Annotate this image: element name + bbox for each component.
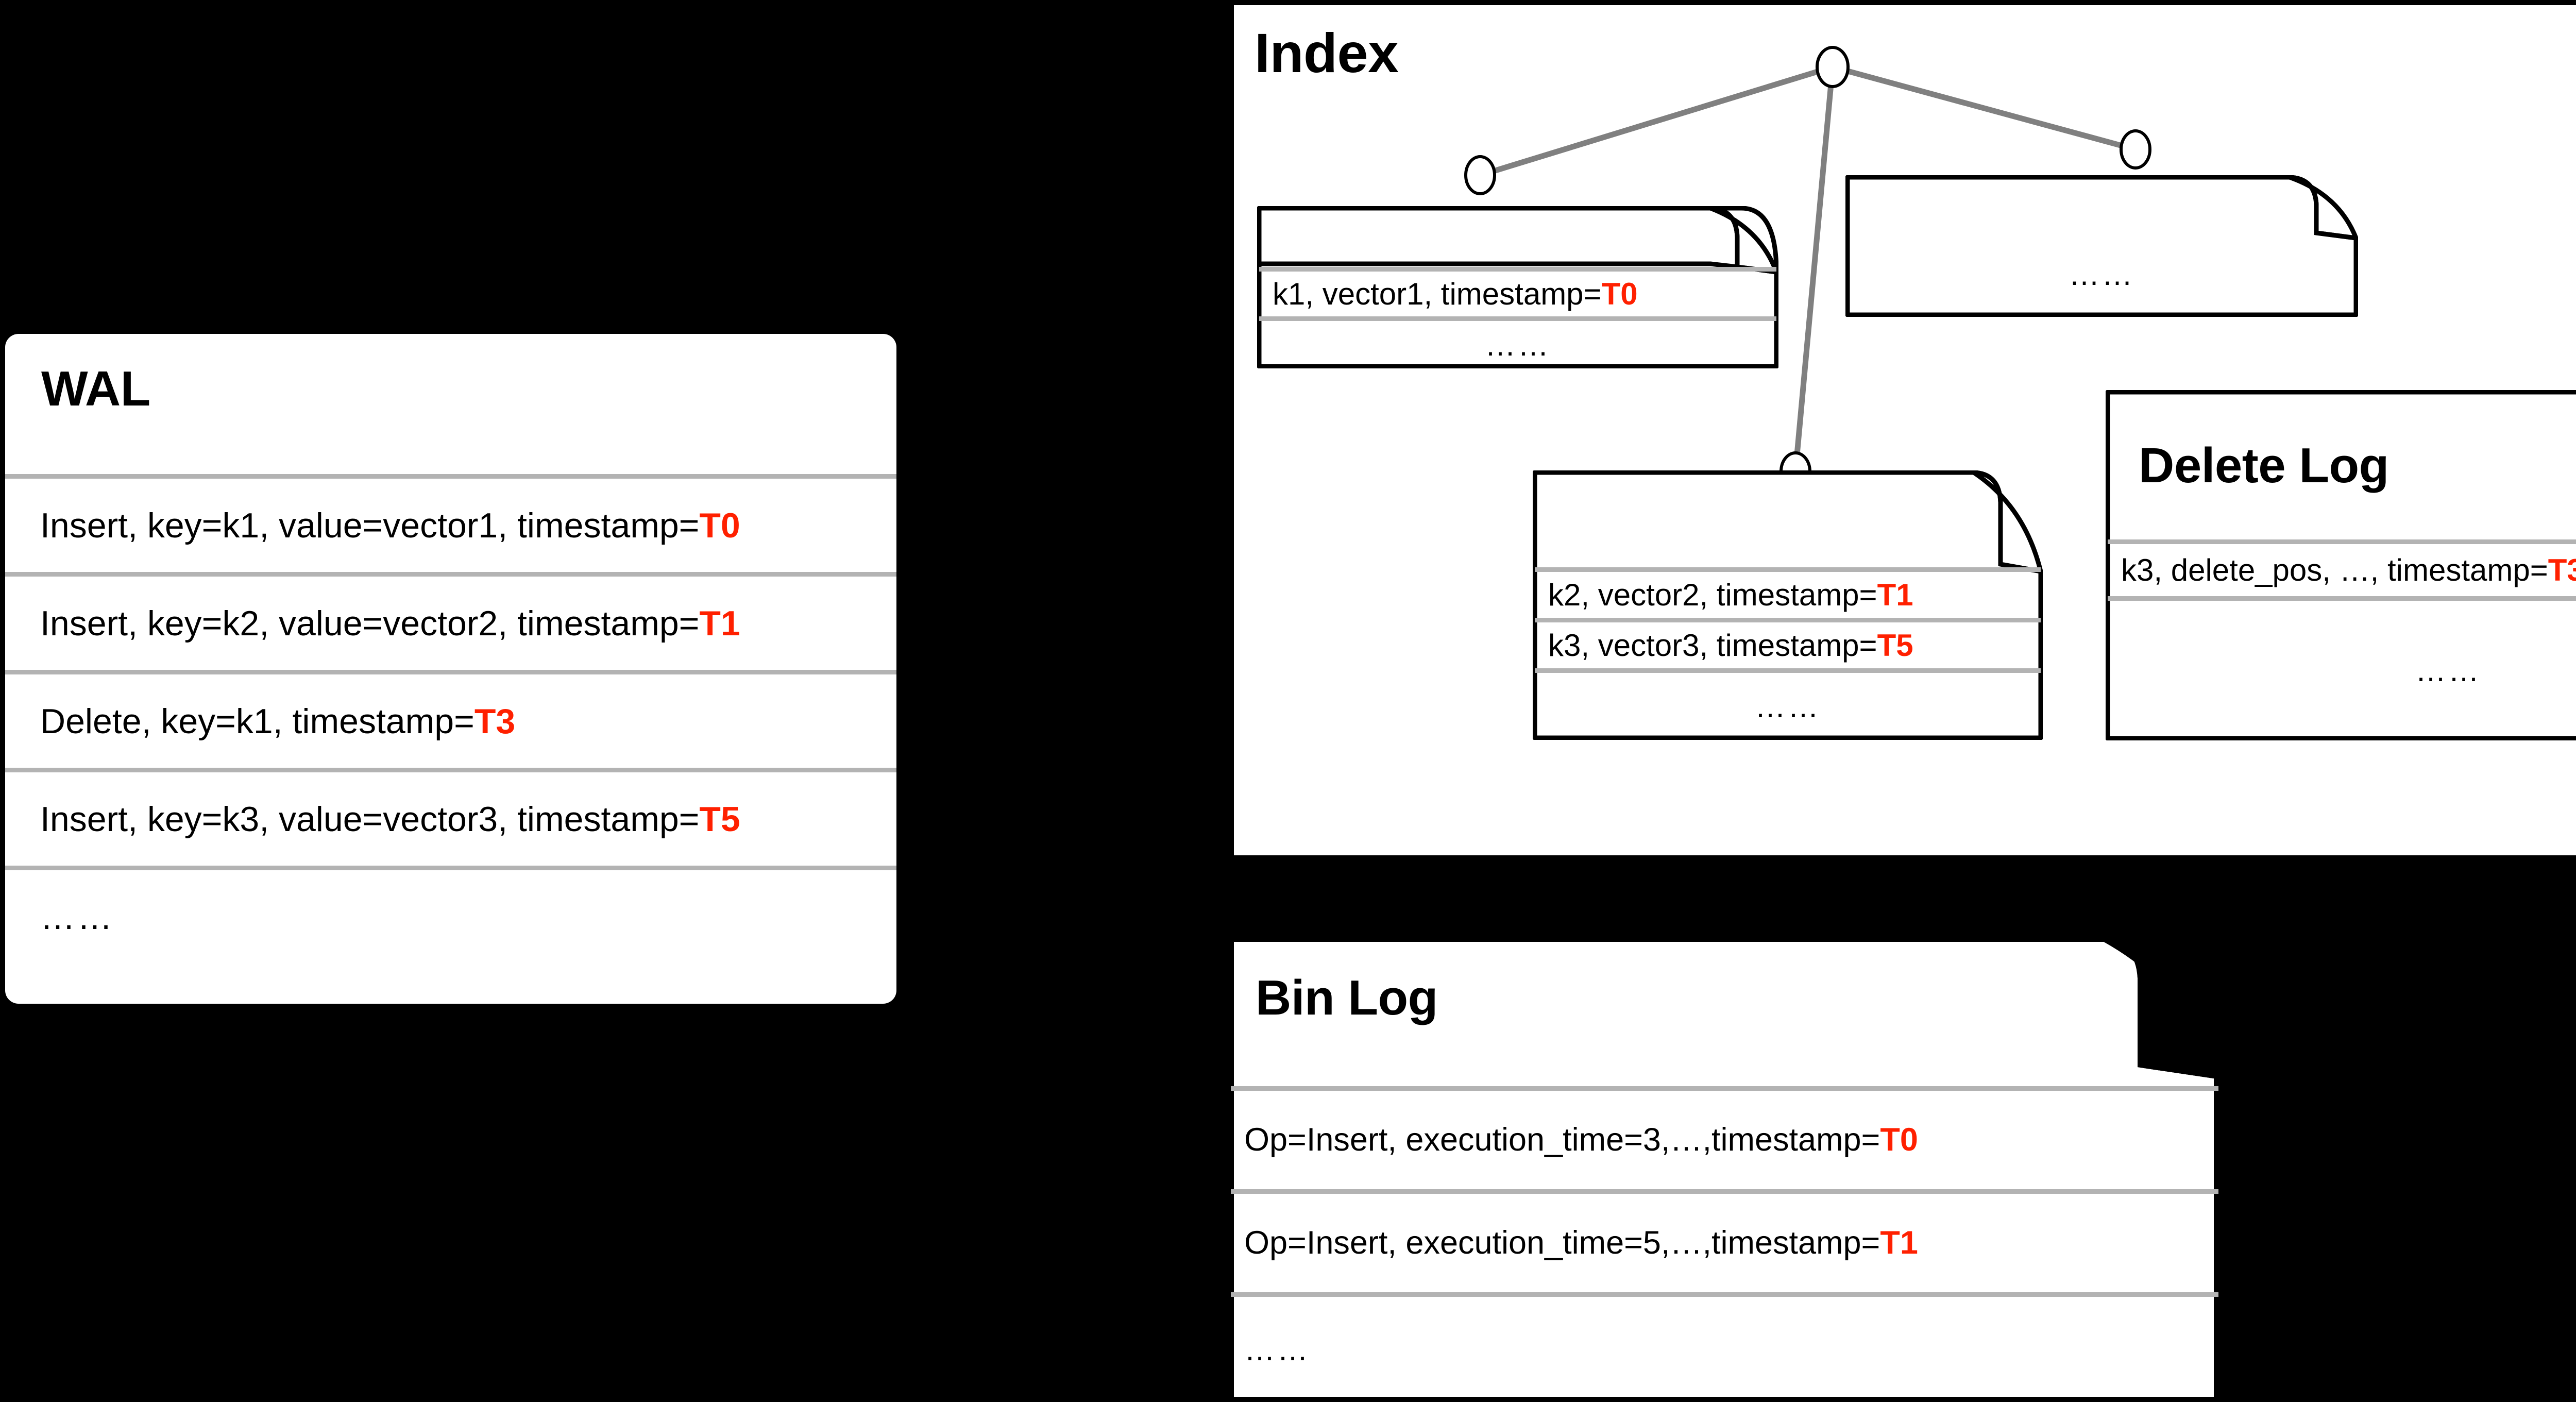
document-fold-shape-icon	[1845, 175, 2358, 317]
wal-row-text: ……	[40, 897, 114, 937]
delete-log-title: Delete Log	[2139, 438, 2389, 493]
leaf-row-k1: k1, vector1, timestamp=T0	[1259, 267, 1776, 316]
wal-row-list: Insert, key=k1, value=vector1, timestamp…	[5, 474, 896, 964]
leaf-row-text: ……	[2069, 257, 2135, 292]
wal-row-text: Insert, key=k2, value=vector2, timestamp…	[40, 603, 740, 643]
bin-log-title: Bin Log	[1256, 970, 1438, 1025]
bin-log-row-text: Op=Insert, execution_time=3,…,timestamp=…	[1244, 1122, 1918, 1158]
bin-log-row-text: ……	[1244, 1332, 1310, 1367]
index-leaf-card-k2: k2, vector2, timestamp=T1 k3, vector3, t…	[1533, 470, 2043, 740]
wal-panel: WAL Insert, key=k1, value=vector1, times…	[5, 334, 896, 1004]
tree-edge-root-to-left	[1479, 64, 1834, 178]
bin-log-row: Op=Insert, execution_time=3,…,timestamp=…	[1231, 1086, 2218, 1189]
bin-log-row-timestamp: T0	[1880, 1122, 1918, 1158]
root-node-icon	[1816, 46, 1850, 88]
leaf-row-text: k2, vector2, timestamp=T1	[1548, 577, 1913, 612]
wal-row-text: Insert, key=k3, value=vector3, timestamp…	[40, 799, 740, 839]
delete-log-card: Delete Log k3, delete_pos, …, timestamp=…	[2106, 390, 2576, 740]
leaf-row-text: k3, vector3, timestamp=T5	[1548, 628, 1913, 663]
index-title: Index	[1255, 22, 1399, 84]
wal-row-timestamp: T3	[474, 701, 516, 741]
wal-row: Insert, key=k2, value=vector2, timestamp…	[5, 572, 896, 670]
bin-log-row-timestamp: T1	[1880, 1225, 1918, 1261]
leaf-row-k3: k3, vector3, timestamp=T5	[1535, 618, 2041, 668]
leaf-row-timestamp: T5	[1877, 628, 1913, 663]
leaf-row-text: k1, vector1, timestamp=T0	[1273, 276, 1638, 311]
leaf-row-timestamp: T0	[1601, 276, 1638, 311]
leaf-row-timestamp: T1	[1877, 577, 1913, 612]
left-child-node-icon	[1464, 155, 1496, 195]
bin-log-row-ellipsis: ……	[1231, 1292, 2218, 1402]
right-child-node-icon	[2120, 129, 2151, 170]
wal-row-timestamp: T1	[699, 603, 740, 643]
leaf-row-k2: k2, vector2, timestamp=T1	[1535, 567, 2041, 618]
wal-row-timestamp: T5	[699, 799, 740, 839]
delete-log-row-text: ……	[2415, 653, 2481, 688]
wal-row-text: Delete, key=k1, timestamp=T3	[40, 701, 516, 741]
wal-row-ellipsis: ……	[5, 866, 896, 964]
bin-log-row: Op=Insert, execution_time=5,…,timestamp=…	[1231, 1189, 2218, 1292]
delete-log-row-timestamp: T3	[2548, 552, 2576, 587]
wal-row-text: Insert, key=k1, value=vector1, timestamp…	[40, 505, 740, 545]
tree-edge-root-to-right	[1832, 64, 2137, 153]
delete-log-row-text: k3, delete_pos, …, timestamp=T3	[2121, 552, 2576, 587]
delete-log-row-ellipsis: ……	[2108, 596, 2576, 740]
leaf-row-ellipsis: ……	[1848, 232, 2356, 317]
leaf-row-ellipsis: ……	[1535, 668, 2041, 740]
wal-row: Insert, key=k3, value=vector3, timestamp…	[5, 768, 896, 866]
leaf-row-ellipsis: ……	[1259, 316, 1776, 368]
document-fold-shape-icon	[2106, 390, 2576, 740]
leaf-row-text: ……	[1485, 327, 1551, 362]
wal-row: Delete, key=k1, timestamp=T3	[5, 670, 896, 768]
delete-log-row: k3, delete_pos, …, timestamp=T3	[2108, 539, 2576, 596]
bin-log-row-text: Op=Insert, execution_time=5,…,timestamp=…	[1244, 1225, 1918, 1261]
index-leaf-card-k1: k1, vector1, timestamp=T0 ……	[1257, 206, 1778, 368]
bin-log-card: Bin Log Op=Insert, execution_time=3,…,ti…	[1229, 937, 2221, 1402]
wal-row: Insert, key=k1, value=vector1, timestamp…	[5, 474, 896, 572]
wal-row-timestamp: T0	[699, 505, 740, 545]
index-leaf-card-right: ……	[1845, 175, 2358, 317]
document-fold-shape-icon	[1229, 937, 2220, 1402]
wal-title: WAL	[41, 361, 150, 416]
tree-edge-root-to-middle	[1792, 66, 1836, 472]
leaf-row-text: ……	[1755, 689, 1821, 724]
